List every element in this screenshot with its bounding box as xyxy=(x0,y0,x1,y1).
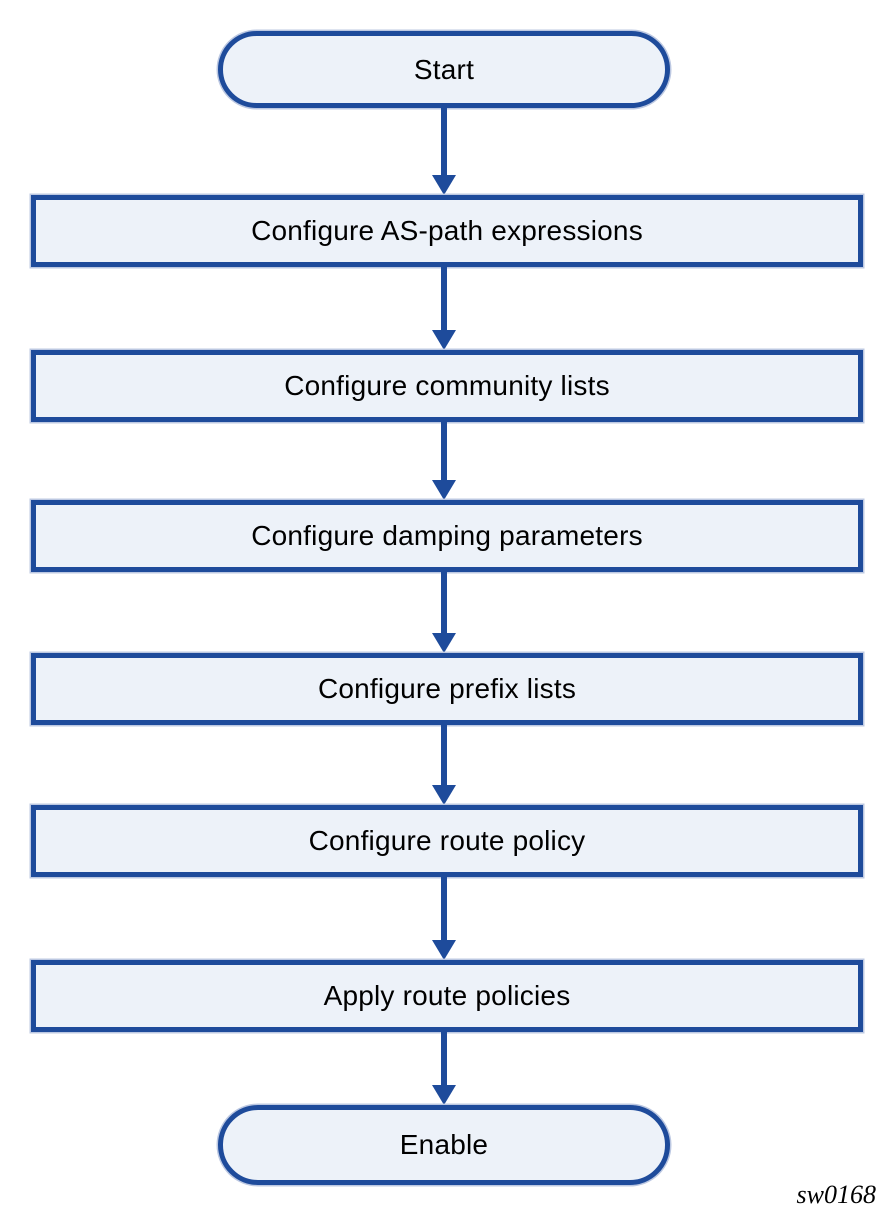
node-enable: Enable xyxy=(218,1105,670,1185)
node-as-path: Configure AS-path expressions xyxy=(31,195,863,267)
node-prefix-lists-label: Configure prefix lists xyxy=(317,673,577,704)
node-apply-policies: Apply route policies xyxy=(31,960,863,1032)
figure-id: sw0168 xyxy=(796,1180,876,1209)
node-community-lists: Configure community lists xyxy=(31,350,863,422)
arrow-down-icon xyxy=(432,267,456,350)
arrow-down-icon xyxy=(432,422,456,500)
arrow-down-icon xyxy=(432,108,456,195)
node-route-policy: Configure route policy xyxy=(31,805,863,877)
arrow-down-icon xyxy=(432,877,456,960)
node-damping-parameters-label: Configure damping parameters xyxy=(251,520,643,551)
node-enable-label: Enable xyxy=(399,1129,489,1160)
arrow-down-icon xyxy=(432,725,456,805)
node-start-label: Start xyxy=(413,53,475,85)
node-start: Start xyxy=(218,31,670,108)
node-apply-policies-label: Apply route policies xyxy=(323,980,571,1011)
arrow-down-icon xyxy=(432,572,456,653)
node-damping-parameters: Configure damping parameters xyxy=(31,500,863,572)
arrow-down-icon xyxy=(432,1032,456,1105)
node-route-policy-label: Configure route policy xyxy=(308,825,586,856)
node-community-lists-label: Configure community lists xyxy=(284,370,610,401)
node-as-path-label: Configure AS-path expressions xyxy=(251,215,643,246)
node-prefix-lists: Configure prefix lists xyxy=(31,653,863,725)
